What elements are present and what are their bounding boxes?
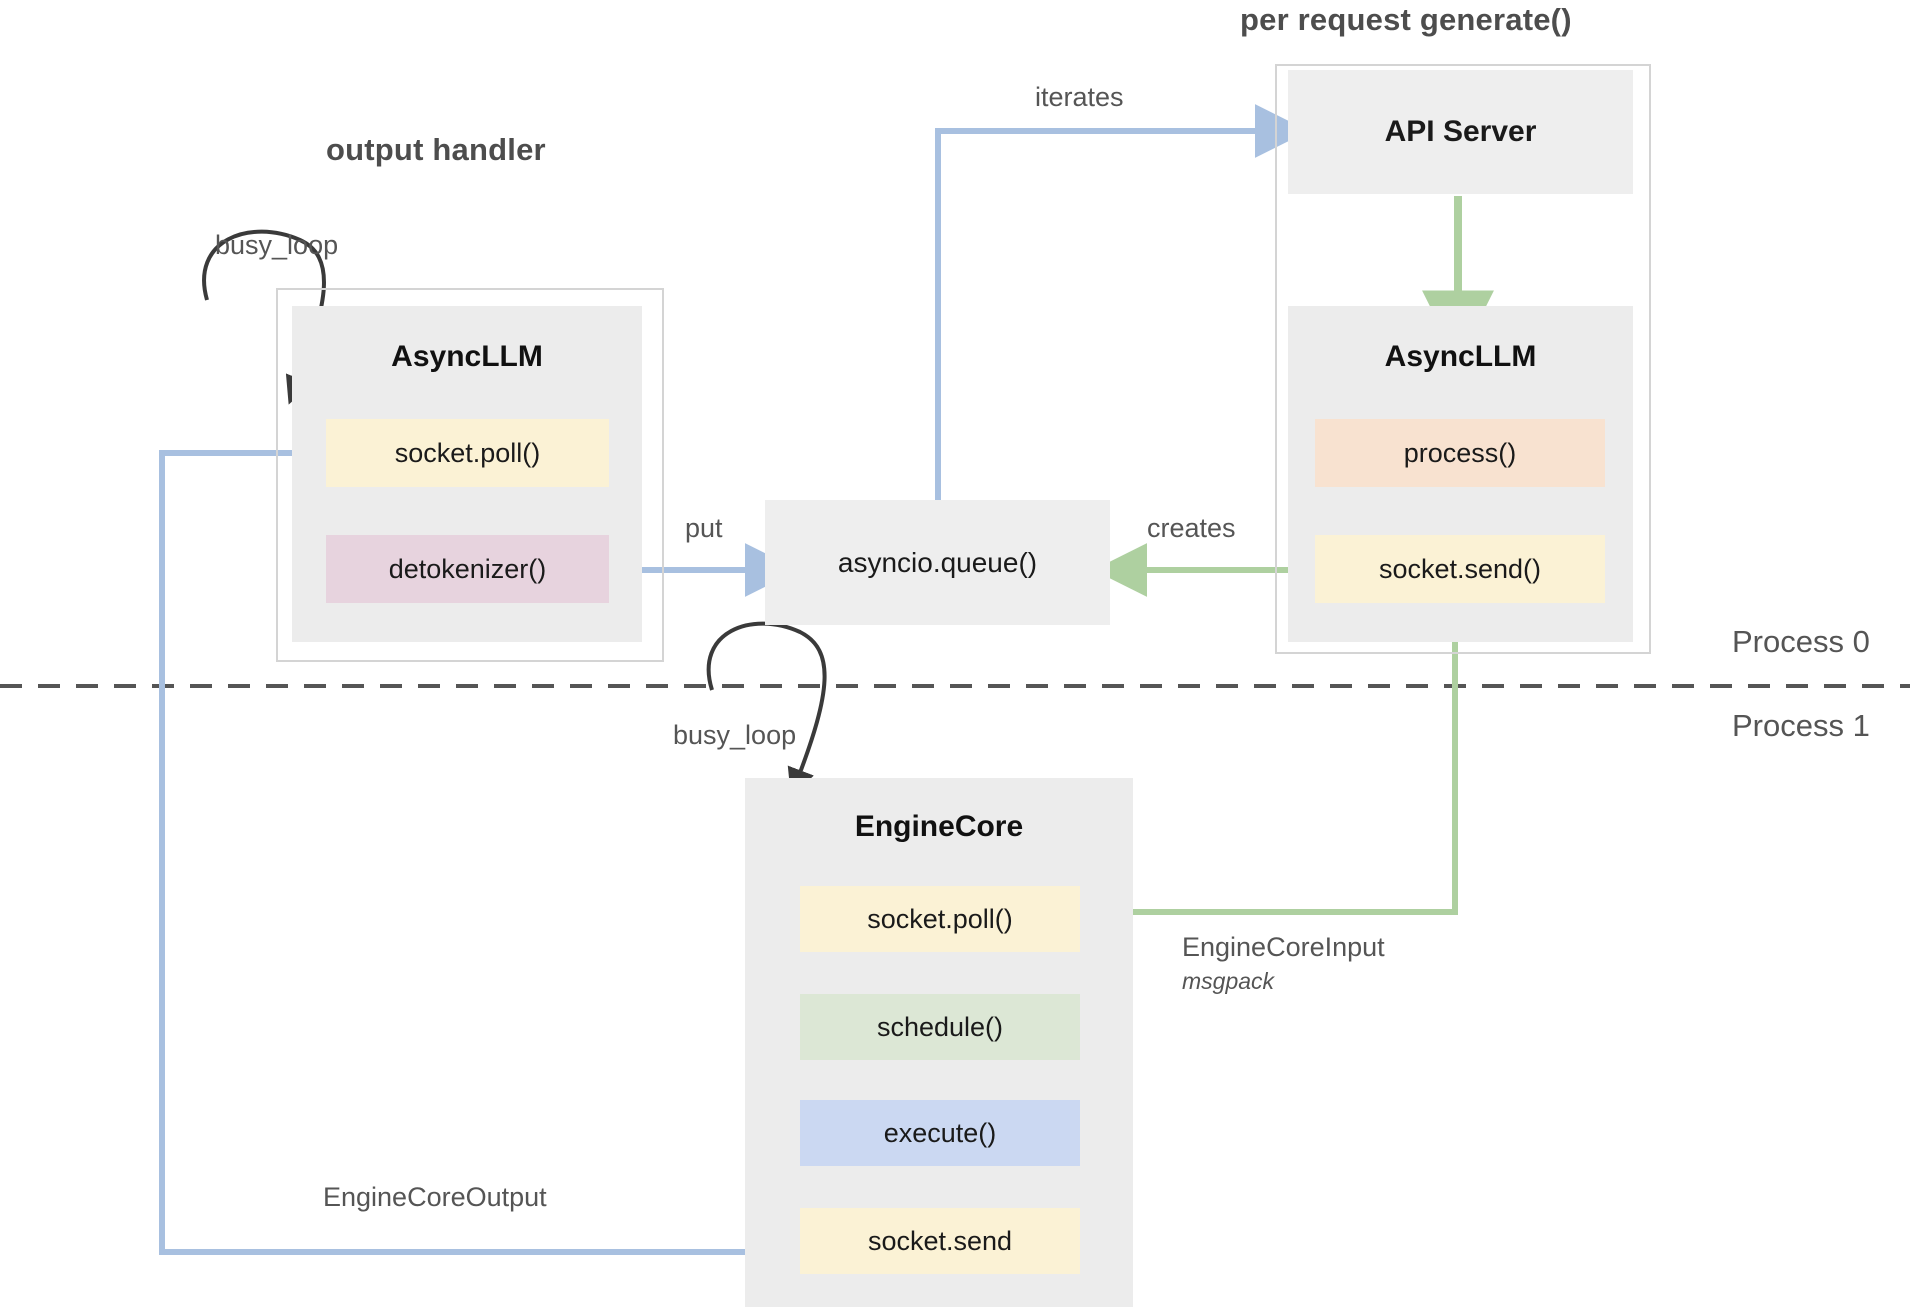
process-0-label: Process 0 (1732, 624, 1870, 659)
row-label: socket.send (867, 1225, 1013, 1256)
process-1-label: Process 1 (1732, 708, 1870, 743)
busy-loop-label-asyncllm: busy_loop (215, 230, 339, 260)
row-execute[interactable]: execute() (800, 1100, 1080, 1166)
busy-loop-label-enginecore: busy_loop (673, 720, 797, 750)
output-handler-panel (276, 288, 664, 662)
asyncio-queue-label: asyncio.queue() (837, 546, 1038, 578)
engine-core-input-sublabel: msgpack (1182, 968, 1275, 994)
row-label: socket.send() (1378, 553, 1542, 584)
asyncio-queue-box[interactable]: asyncio.queue() (765, 500, 1110, 625)
iterates-edge (935, 104, 1309, 500)
row-label: detokenizer() (388, 553, 547, 584)
row-process[interactable]: process() (1315, 419, 1605, 487)
asyncllm-title-per-request: AsyncLLM (1384, 340, 1537, 373)
put-label: put (685, 513, 723, 543)
per-request-panel (1275, 64, 1651, 654)
engine-core-output-edge (159, 426, 800, 1255)
row-label: socket.poll() (394, 437, 541, 468)
row-label: execute() (883, 1117, 997, 1148)
api-server-label: API Server (1384, 115, 1537, 148)
row-label: schedule() (876, 1011, 1004, 1042)
row-label: process() (1403, 437, 1517, 468)
engine-core-input-label: EngineCoreInput (1182, 932, 1385, 962)
iterates-label: iterates (1035, 82, 1124, 112)
enginecore-title: EngineCore (854, 810, 1024, 843)
row-schedule[interactable]: schedule() (800, 994, 1080, 1060)
group-title-output-handler: output handler (326, 132, 546, 167)
creates-label: creates (1147, 513, 1236, 543)
asyncllm-title-output-handler: AsyncLLM (391, 340, 543, 373)
row-socket-poll-output-handler[interactable]: socket.poll() (326, 419, 609, 487)
row-socket-poll-enginecore[interactable]: socket.poll() (800, 886, 1080, 952)
row-detokenizer[interactable]: detokenizer() (326, 535, 609, 603)
group-title-per-request: per request generate() (1240, 2, 1572, 37)
row-socket-send-per-request[interactable]: socket.send() (1315, 535, 1605, 603)
api-server-box[interactable]: API Server (1288, 70, 1633, 194)
engine-core-input-edge (1063, 590, 1458, 939)
row-label: socket.poll() (867, 903, 1013, 934)
engine-core-output-label: EngineCoreOutput (323, 1182, 547, 1212)
row-socket-send-enginecore[interactable]: socket.send (800, 1208, 1080, 1274)
busy-loop-arc-enginecore (706, 621, 827, 797)
